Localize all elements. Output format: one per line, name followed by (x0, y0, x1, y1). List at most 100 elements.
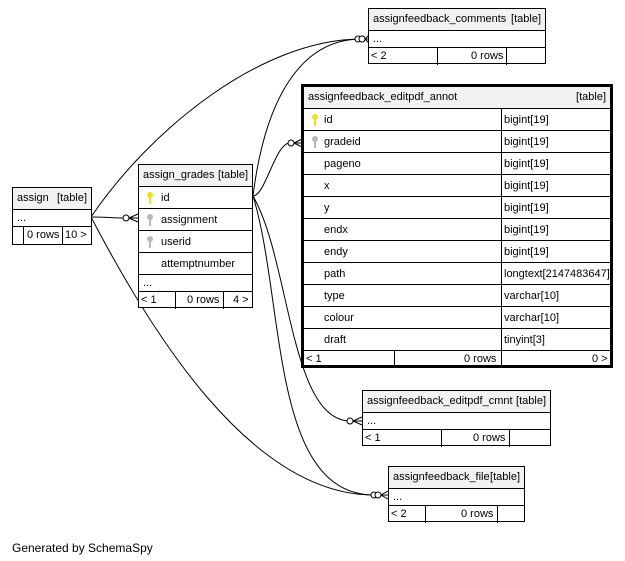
generator-credit: Generated by SchemaSpy (12, 541, 153, 555)
footer-rows: 0 rows (471, 50, 504, 62)
crow-foot (352, 416, 363, 426)
footer-children[interactable]: 10 > (65, 229, 87, 241)
column-name: assignment (161, 214, 218, 226)
column-ellipsis: ... (363, 413, 550, 430)
edge-marker (122, 214, 130, 222)
column-row[interactable]: endy bigint[19] (304, 241, 610, 263)
crow-foot (380, 490, 389, 500)
primary-key-icon (312, 114, 318, 126)
footer-rows: 0 rows (461, 508, 494, 520)
foreign-key-icon (147, 236, 153, 248)
column-row[interactable]: id (139, 187, 252, 209)
column-row[interactable]: userid (139, 231, 252, 253)
column-name: gradeid (324, 136, 361, 148)
table-name[interactable]: assignfeedback_editpdf_annot (308, 91, 458, 103)
table-footer: < 1 0 rows (363, 430, 550, 447)
footer-children[interactable]: 4 > (233, 294, 249, 306)
edge-grades-annot (252, 142, 290, 197)
column-type: bigint[19] (501, 109, 610, 130)
column-name: x (324, 180, 330, 192)
footer-rows: 0 rows (27, 229, 60, 241)
column-row[interactable]: y bigint[19] (304, 197, 610, 219)
table-assignfeedback-comments[interactable]: assignfeedback_comments [table] ... < 2 … (368, 8, 546, 65)
column-name: endx (324, 224, 348, 236)
footer-parents[interactable]: < 1 (365, 432, 381, 444)
footer-rows: 0 rows (473, 432, 506, 444)
foreign-key-icon (312, 136, 318, 148)
footer-rows: 0 rows (464, 353, 497, 365)
table-header[interactable]: assign_grades [table] (139, 165, 252, 187)
column-name: y (324, 202, 330, 214)
column-type: bigint[19] (501, 131, 610, 152)
column-ellipsis: ... (389, 489, 524, 506)
table-footer: < 2 0 rows (369, 48, 545, 65)
edge-marker (346, 417, 354, 425)
column-row[interactable]: type varchar[10] (304, 285, 610, 307)
column-name: colour (324, 312, 354, 324)
table-name[interactable]: assignfeedback_file (393, 471, 490, 483)
column-ellipsis: ... (139, 275, 252, 292)
column-row[interactable]: path longtext[2147483647] (304, 263, 610, 285)
column-type: varchar[10] (501, 307, 610, 328)
table-header[interactable]: assignfeedback_file [table] (389, 467, 524, 489)
table-header[interactable]: assign [table] (13, 188, 91, 210)
table-type-tag: [table] (57, 192, 87, 204)
column-row[interactable]: colour varchar[10] (304, 307, 610, 329)
column-type: bigint[19] (501, 241, 610, 262)
table-footer: < 2 0 rows (389, 506, 524, 523)
column-name: endy (324, 246, 348, 258)
footer-parents[interactable]: < 2 (391, 508, 407, 520)
column-name: path (324, 268, 346, 280)
footer-parents[interactable]: < 1 (306, 353, 322, 365)
column-name: id (161, 192, 170, 204)
column-row[interactable]: draft tinyint[3] (304, 329, 610, 351)
column-row[interactable]: attemptnumber (139, 253, 252, 275)
table-name[interactable]: assignfeedback_editpdf_cmnt (367, 395, 513, 407)
table-assignfeedback-file[interactable]: assignfeedback_file [table] ... < 2 0 ro… (388, 466, 525, 523)
column-row[interactable]: gradeid bigint[19] (304, 131, 610, 153)
table-header[interactable]: assignfeedback_editpdf_annot [table] (304, 87, 610, 109)
column-row[interactable]: id bigint[19] (304, 109, 610, 131)
edge-assign-file (90, 216, 375, 496)
foreign-key-icon (147, 214, 153, 226)
footer-rows: 0 rows (187, 294, 220, 306)
edge-marker (358, 35, 366, 43)
column-type: bigint[19] (501, 197, 610, 218)
table-header[interactable]: assignfeedback_comments [table] (369, 9, 545, 31)
crow-foot (293, 138, 303, 148)
column-name: userid (161, 236, 191, 248)
table-type-tag: [table] (490, 471, 520, 483)
table-name[interactable]: assignfeedback_comments (373, 13, 507, 25)
column-name: id (324, 114, 333, 126)
column-row[interactable]: pageno bigint[19] (304, 153, 610, 175)
footer-parents[interactable]: < 2 (371, 50, 387, 62)
column-type: tinyint[3] (501, 329, 610, 350)
edge-grades-comments (252, 38, 361, 197)
column-row[interactable]: assignment (139, 209, 252, 231)
edge-assign-comments (90, 38, 361, 218)
table-assignfeedback-editpdf-cmnt[interactable]: assignfeedback_editpdf_cmnt [table] ... … (362, 390, 551, 447)
table-assignfeedback-editpdf-annot[interactable]: assignfeedback_editpdf_annot [table] id … (301, 84, 613, 368)
column-row[interactable]: x bigint[19] (304, 175, 610, 197)
column-type: varchar[10] (501, 285, 610, 306)
primary-key-icon (147, 192, 153, 204)
table-assign-grades[interactable]: assign_grades [table] id assignment user… (138, 164, 253, 309)
table-type-tag: [table] (576, 91, 606, 103)
table-assign[interactable]: assign [table] ... 0 rows 10 > (12, 187, 92, 245)
crow-foot (128, 213, 139, 223)
table-footer: 0 rows 10 > (13, 227, 91, 244)
table-name[interactable]: assign (17, 192, 49, 204)
column-name: draft (324, 334, 347, 346)
column-ellipsis: ... (369, 31, 545, 48)
column-row[interactable]: endx bigint[19] (304, 219, 610, 241)
table-type-tag: [table] (511, 13, 541, 25)
column-ellipsis: ... (13, 210, 91, 227)
table-header[interactable]: assignfeedback_editpdf_cmnt [table] (363, 391, 550, 413)
table-name[interactable]: assign_grades (143, 169, 215, 181)
footer-parents[interactable]: < 1 (141, 294, 157, 306)
column-name: type (324, 290, 345, 302)
table-type-tag: [table] (516, 395, 546, 407)
edge-marker (287, 139, 295, 147)
footer-children[interactable]: 0 > (592, 353, 608, 365)
